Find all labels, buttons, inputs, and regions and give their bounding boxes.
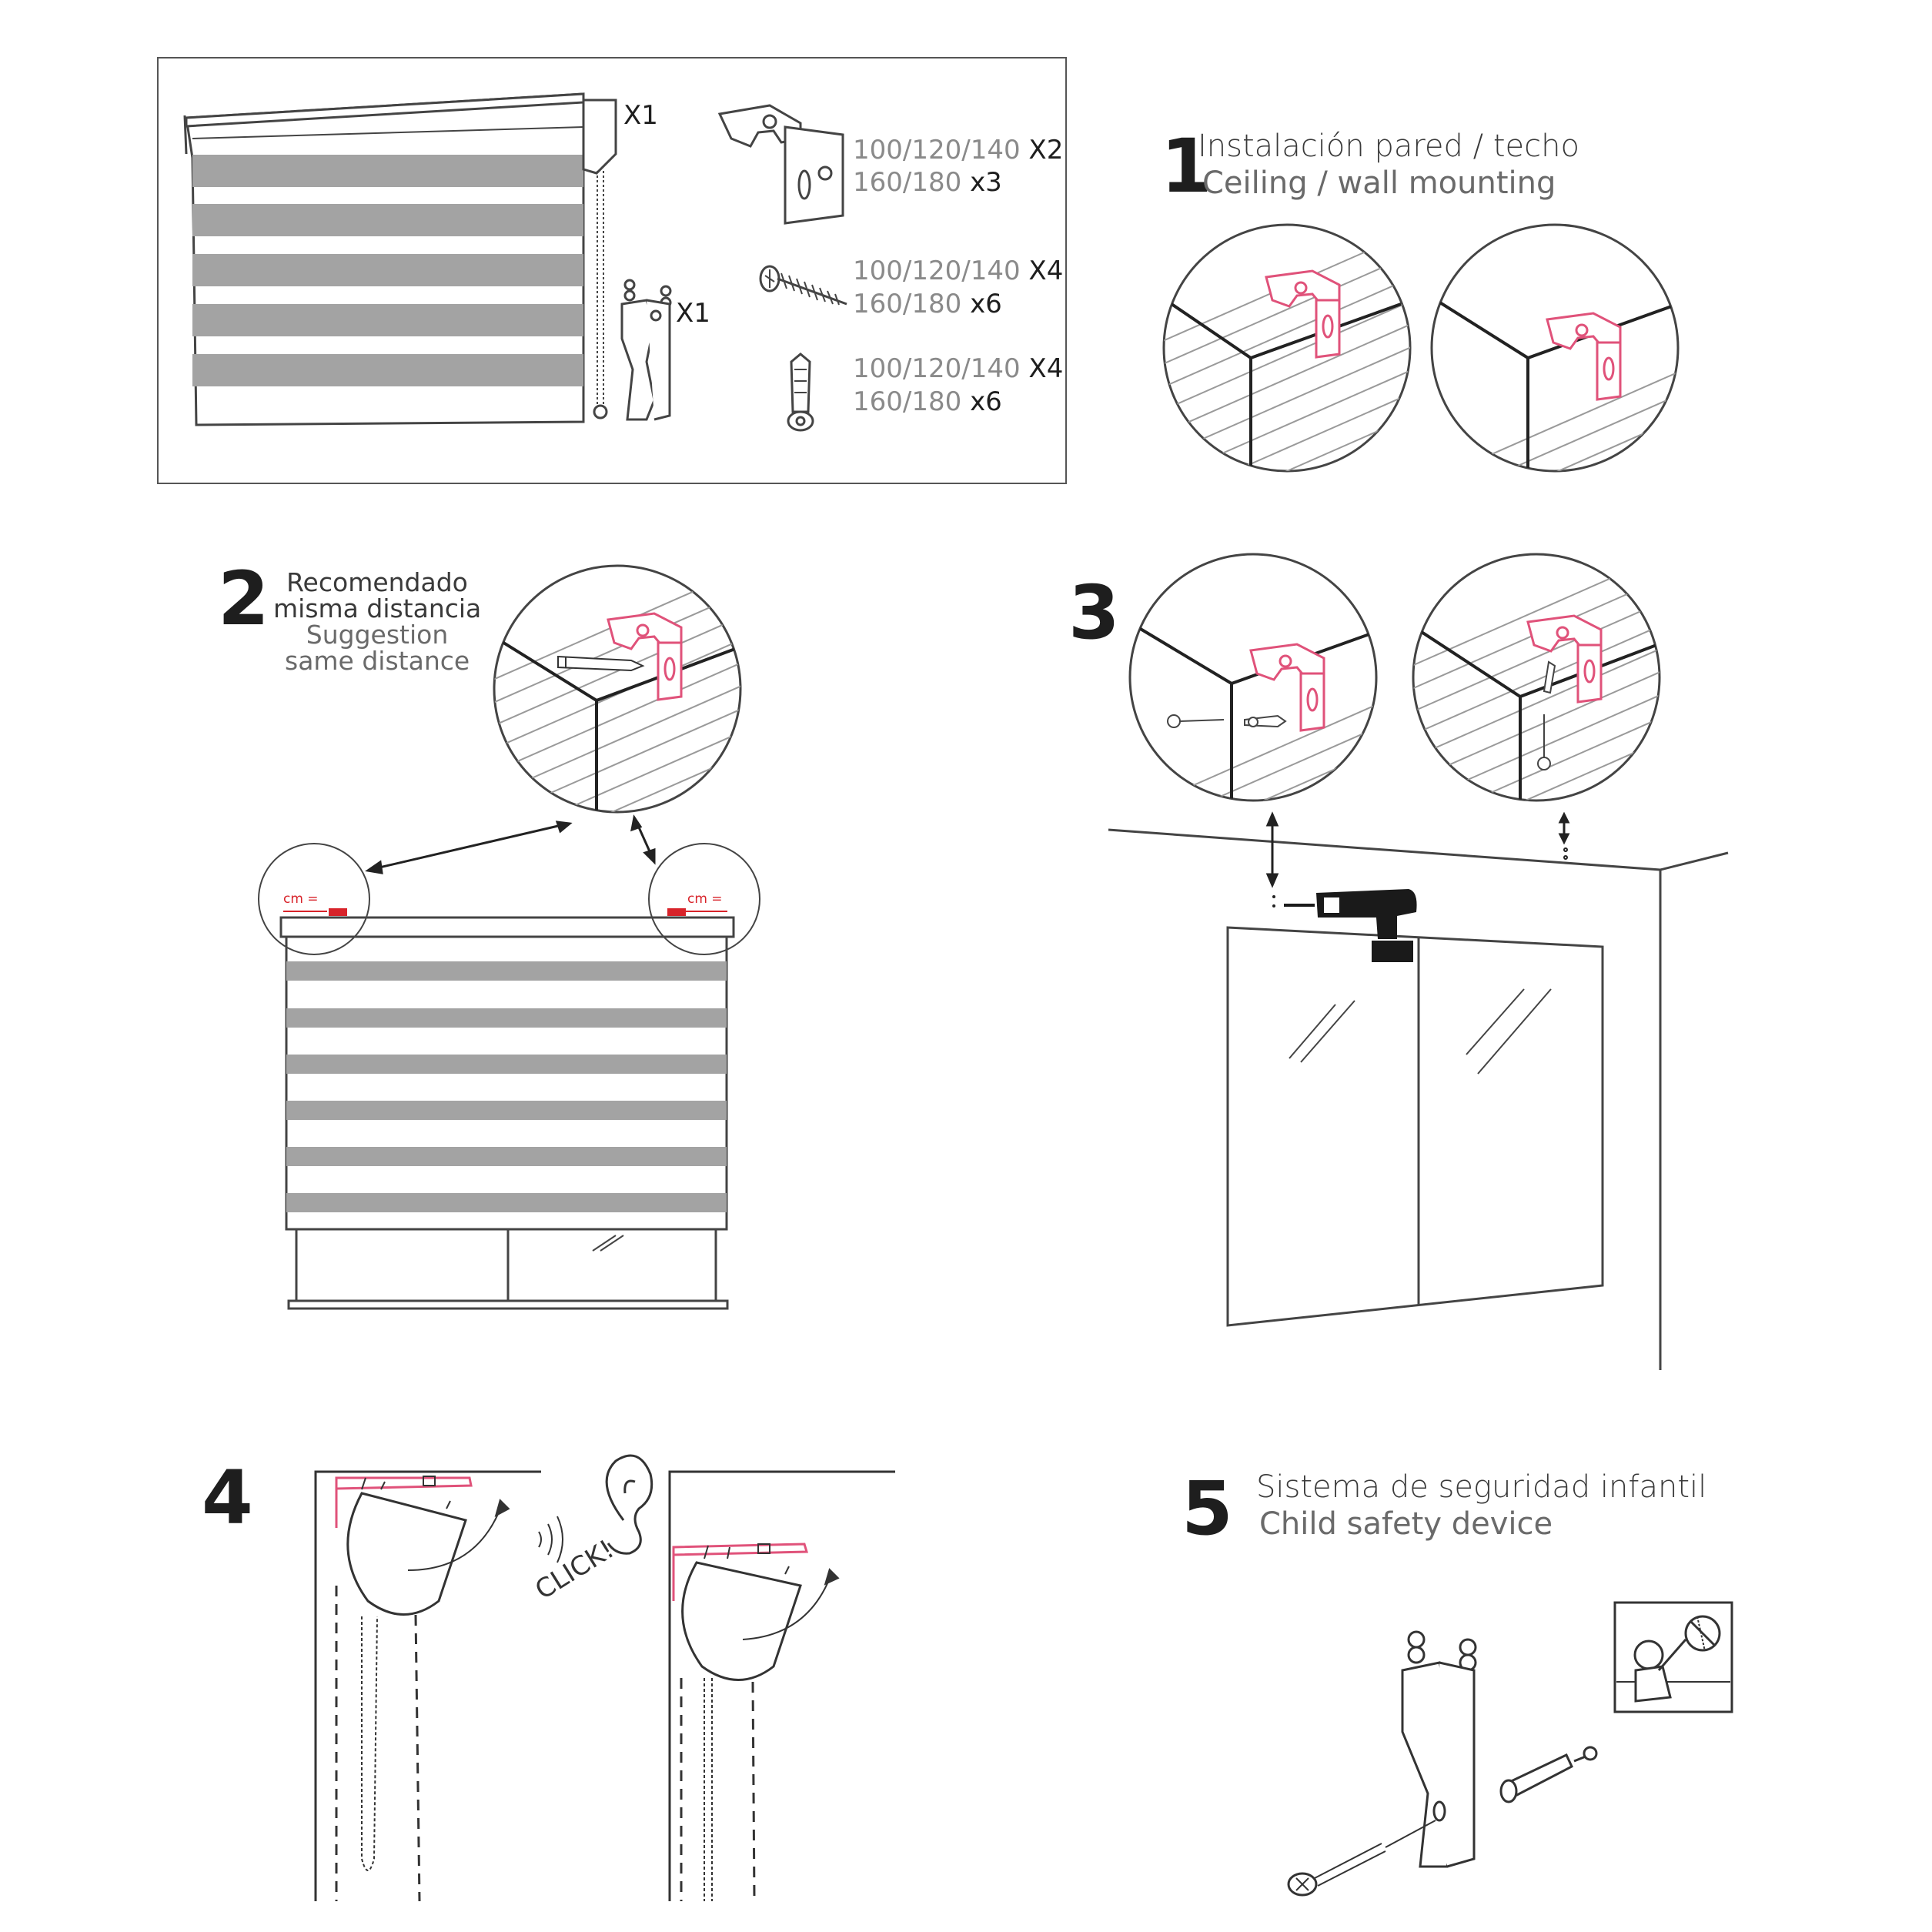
step2-note-line2: misma distancia [273, 593, 482, 623]
step3-screw-icon [1167, 714, 1287, 728]
measure-marker-right [667, 908, 727, 916]
step3-room [1108, 828, 1729, 1370]
step4-left-panel [314, 1470, 541, 1902]
bracket-sizes-2: 160/180 [853, 167, 962, 198]
step5-number: 5 [1182, 1466, 1233, 1552]
step3-wall-circle [1128, 553, 1378, 802]
measure-marker-left [283, 908, 347, 916]
step3-arrows [1265, 811, 1570, 908]
step1-title-en: Ceiling / wall mounting [1202, 165, 1556, 201]
child-warning-icon [1613, 1601, 1733, 1713]
bracket-sizes-1: 100/120/140 [853, 135, 1021, 165]
step2-left-zoom-circle [258, 843, 370, 955]
plug-qty-2: x6 [970, 386, 1002, 417]
safety-device-quantity-label: X1 [676, 298, 710, 329]
step1-ceiling-mount-circle [1430, 223, 1680, 473]
screw-sizes-1: 100/120/140 [853, 256, 1021, 286]
plug-sizes-2: 160/180 [853, 386, 962, 417]
plug-qty-1: X4 [1028, 353, 1064, 384]
wall-plug-part-icon [787, 353, 814, 432]
step4-right-panel [668, 1470, 895, 1902]
screw-sizes-2: 160/180 [853, 289, 962, 319]
step2-blind [279, 916, 735, 1310]
step5-wall-plug-icon [1499, 1746, 1598, 1803]
step5-safety-device [1401, 1630, 1477, 1868]
step3-ceiling-circle [1412, 553, 1661, 802]
screw-part-icon [759, 265, 847, 306]
blind-quantity-label: X1 [623, 100, 658, 131]
drill-icon [1284, 889, 1417, 962]
step3-ceiling-screw-icon [1537, 660, 1556, 770]
safety-device-illustration [620, 279, 672, 421]
step5-screw-icon [1287, 1820, 1436, 1897]
step1-title-es: Instalación pared / techo [1198, 129, 1579, 164]
cm-label-left: cm = [283, 891, 319, 907]
pencil-icon [557, 655, 645, 672]
bracket-qty-2: x3 [970, 167, 1002, 198]
bracket-part-icon [717, 104, 844, 225]
step2-note-line4: same distance [285, 646, 470, 676]
step1-number: 1 [1161, 123, 1212, 209]
roller-blind-illustration [183, 92, 617, 426]
step2-number: 2 [218, 556, 269, 642]
step2-right-zoom-circle [648, 843, 760, 955]
screw-qty-1: X4 [1028, 256, 1064, 286]
ear-icon [538, 1454, 653, 1563]
step2-note-line3: Suggestion [306, 620, 449, 650]
step5-title-en: Child safety device [1259, 1506, 1553, 1542]
kit-contents-box [157, 57, 1067, 484]
screw-qty-2: x6 [970, 289, 1002, 319]
plug-sizes-1: 100/120/140 [853, 353, 1021, 384]
step2-note-line1: Recomendado [286, 567, 468, 597]
step4-number: 4 [202, 1455, 253, 1541]
bracket-qty-1: X2 [1028, 135, 1064, 165]
step2-arrows [365, 814, 656, 874]
cm-label-right: cm = [687, 891, 723, 907]
step3-number: 3 [1068, 570, 1120, 656]
step5-title-es: Sistema de seguridad infantil [1256, 1469, 1707, 1505]
step2-detail-circle [493, 564, 742, 814]
